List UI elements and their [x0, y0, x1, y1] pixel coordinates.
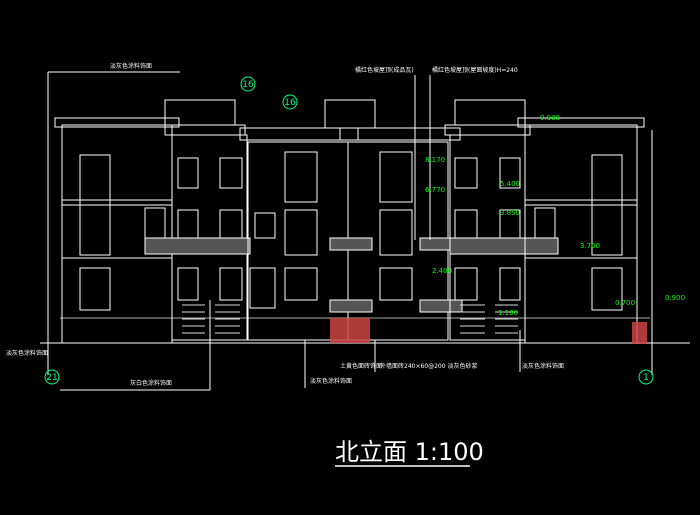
grid-label-right: 1: [643, 373, 649, 383]
elev-4: 5.400: [500, 180, 520, 188]
callout-label-a: 16: [242, 80, 254, 90]
elev-10: 0.900: [665, 294, 685, 302]
grid-bubble-left: [44, 369, 60, 385]
note-right-low: 淡灰色涂料饰面: [522, 362, 564, 370]
elev-2: 8.170: [425, 156, 445, 164]
grid-bubble-right: [638, 369, 654, 385]
grid-label-left: 21: [46, 373, 57, 383]
note-bottom-3: 土黄色面砖饰面: [340, 362, 382, 370]
callout-label-b: 16: [284, 98, 296, 108]
brick-base-right: [632, 322, 647, 344]
elev-8: 1.100: [498, 309, 518, 317]
callout-bubble-b: [282, 94, 298, 110]
elev-9: 3.850: [500, 209, 520, 217]
note-bottom-2: 淡灰色涂料饰面: [310, 377, 352, 385]
elev-5: 3.700: [580, 242, 600, 250]
note-left-low: 淡灰色涂料饰面: [6, 349, 48, 357]
note-eave-2: 橘红色坡屋顶(屋面坡度)H=240: [432, 66, 518, 74]
callout-bubble-a: [240, 76, 256, 92]
elev-3: 6.770: [425, 186, 445, 194]
note-eave-1: 橘红色坡屋顶(成品瓦): [355, 66, 414, 74]
note-roof: 淡灰色涂料饰面: [110, 62, 152, 70]
elev-6: 2.400: [432, 267, 452, 275]
left-wing-body: [61, 124, 173, 344]
note-bottom-4: 外墙面砖240×60@200 淡灰色砂浆: [380, 362, 477, 370]
brick-base-left: [330, 318, 370, 343]
elev-7: 0.700: [615, 299, 635, 307]
elev-1: 9.900: [540, 114, 560, 122]
note-bottom-1: 灰白色涂料饰面: [130, 379, 172, 387]
drawing-title: 北立面 1:100: [335, 438, 484, 466]
